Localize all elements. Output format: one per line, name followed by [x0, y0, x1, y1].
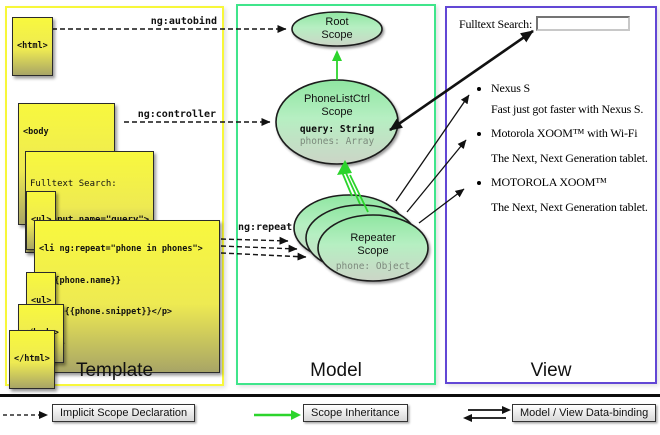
view-item-name: Motorola XOOM™ with Wi-Fi [491, 126, 638, 140]
root-scope-line2: Scope [321, 29, 353, 41]
dashed-arrow-icon [3, 411, 48, 419]
green-arrow-icon [254, 410, 301, 420]
legend-implicit-scope: Implicit Scope Declaration [52, 404, 196, 422]
ul-close-tag: <ul> [31, 296, 52, 306]
view-item-snippet: The Next, Next Generation tablet. [491, 151, 648, 165]
bullet-icon [477, 87, 481, 91]
li-repeat-box: <li ng:repeat="phone in phones"> {{phone… [34, 220, 220, 373]
view-search-label: Fulltext Search: [459, 17, 533, 31]
view-item-snippet: Fast just got faster with Nexus S. [491, 102, 644, 116]
bullet-icon [477, 181, 481, 185]
view-panel-title: View [530, 360, 572, 381]
li-line-2: {{phone.name}} [39, 275, 121, 286]
inheritance-line-rep1 [341, 171, 353, 197]
legend-scope-inheritance: Scope Inheritance [303, 404, 408, 422]
legend-model-view-databinding: Model / View Data-binding [512, 404, 657, 422]
repeater-line1: Repeater [350, 232, 396, 244]
html-open-tag: <html> [17, 41, 48, 51]
double-arrow-icon [463, 406, 511, 422]
repeat-arrow-1 [220, 236, 289, 245]
controller-label: ng:controller [137, 109, 216, 120]
li-line-4: </li> [39, 339, 215, 350]
html-open-tag-box: <html> [12, 17, 53, 76]
repeater-scope-label: Repeater Scope phone: Object [313, 232, 433, 273]
repeat-arrow-2 [220, 244, 298, 253]
root-scope-line1: Root [325, 16, 349, 28]
inheritance-line-rep2 [345, 172, 361, 205]
phones-prop: phones: Array [299, 136, 375, 147]
bullet-icon [477, 132, 481, 136]
inheritance-line-rep3 [349, 174, 369, 213]
repeater-line2: Scope [357, 245, 389, 257]
query-prop: query: String [299, 124, 375, 135]
body-line-1: <body [23, 127, 49, 137]
template-panel-title: Template [75, 360, 154, 381]
root-scope-label: Root Scope [292, 16, 382, 42]
html-close-tag: </html> [14, 354, 50, 364]
fulltext-label-line: Fulltext Search: [30, 179, 117, 189]
query-databinding-arrow [389, 29, 534, 132]
model-panel-title: Model [310, 360, 362, 381]
repeat-label: ng:repeat [238, 222, 293, 233]
phone-prop: phone: Object [335, 261, 411, 272]
view-item-name: Nexus S [491, 81, 530, 95]
html-close-tag-box: </html> [9, 330, 55, 389]
view-binding-arrow-1 [395, 94, 470, 202]
view-binding-arrow-2 [406, 139, 467, 213]
autobind-label: ng:autobind [150, 16, 217, 27]
root-scope-ellipse [291, 11, 383, 47]
li-line-1: <li ng:repeat="phone in phones"> [39, 244, 203, 254]
search-input[interactable] [536, 16, 630, 31]
phonelistctrl-line1: PhoneListCtrl [303, 93, 371, 105]
repeat-arrow-3 [220, 252, 307, 261]
view-item-name: MOTOROLA XOOM™ [491, 175, 607, 189]
phonelistctrl-scope-label: PhoneListCtrl Scope query: String phones… [277, 93, 397, 148]
phonelistctrl-line2: Scope [321, 106, 353, 118]
repeater-scope-ellipse-front [317, 214, 429, 282]
view-binding-arrow-3 [418, 188, 465, 224]
inheritance-arrowhead-repeater [337, 160, 352, 175]
view-item-snippet: The Next, Next Generation tablet. [491, 200, 648, 214]
legend-separator [0, 394, 660, 397]
li-line-3: <p>{{phone.snippet}}</p> [39, 307, 173, 317]
